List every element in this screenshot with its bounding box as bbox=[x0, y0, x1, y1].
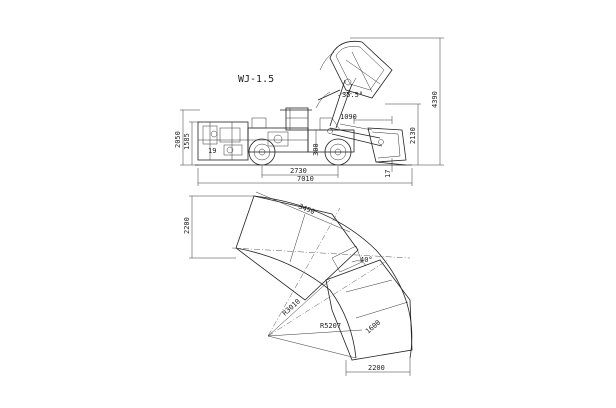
dim-wheelbase: 2730 bbox=[261, 166, 339, 178]
svg-text:1090: 1090 bbox=[340, 113, 357, 121]
svg-text:17: 17 bbox=[384, 170, 392, 178]
dim-plan-width-bottom: 2200 bbox=[345, 358, 411, 376]
bucket-lowered bbox=[367, 127, 407, 166]
boom-lowered bbox=[327, 123, 384, 147]
dim-small-left: 19 bbox=[208, 147, 216, 155]
dim-plan-inner-width: 1600 bbox=[364, 319, 382, 336]
radius-outer-label: R5207 bbox=[320, 322, 341, 330]
svg-text:2130: 2130 bbox=[409, 127, 417, 144]
bucket-outline-plan bbox=[331, 245, 363, 273]
rear-frame bbox=[197, 121, 249, 161]
model-title: WJ-1.5 bbox=[238, 74, 274, 85]
machine-lower-outline bbox=[325, 259, 413, 361]
dim-length: 7010 bbox=[197, 168, 413, 186]
plan-angle-label: 40° bbox=[360, 256, 373, 264]
plan-view: 2200 3490 40° R3010 R5207 1600 2200 bbox=[183, 191, 413, 376]
centerline-1 bbox=[231, 247, 411, 259]
svg-text:1585: 1585 bbox=[183, 133, 191, 150]
svg-text:2050: 2050 bbox=[174, 131, 182, 148]
dim-lift-height: 2130 bbox=[385, 103, 421, 165]
dim-bucket-small: 17 bbox=[384, 158, 393, 178]
angle-label: 35.5° bbox=[342, 91, 363, 99]
svg-text:2730: 2730 bbox=[290, 167, 307, 175]
radius-line-inner bbox=[267, 279, 331, 337]
dim-reach: 1090 bbox=[340, 113, 393, 124]
angle-arc bbox=[337, 92, 353, 97]
centerline-2 bbox=[267, 207, 341, 337]
radius-line-outer bbox=[267, 329, 363, 337]
svg-text:3490: 3490 bbox=[297, 202, 316, 216]
svg-text:2200: 2200 bbox=[183, 217, 191, 234]
dim-overall-height: 4390 bbox=[350, 37, 444, 166]
dim-plan-width-top: 2200 bbox=[183, 195, 254, 259]
svg-text:2200: 2200 bbox=[368, 364, 385, 372]
svg-text:4390: 4390 bbox=[431, 91, 439, 108]
dim-plan-diag: 3490 bbox=[255, 191, 351, 233]
center-frame bbox=[247, 117, 309, 153]
inner-path bbox=[235, 247, 357, 359]
side-view: 35.5° 7010 2730 2050 1585 19 bbox=[174, 37, 444, 186]
operator-cab bbox=[280, 107, 312, 131]
svg-text:7010: 7010 bbox=[297, 175, 314, 183]
dim-mid-height: 1585 bbox=[183, 121, 200, 165]
machine-upper-outline bbox=[235, 195, 359, 301]
centerline-3 bbox=[267, 259, 389, 337]
dim-ground-clearance: 300 bbox=[312, 143, 320, 156]
dim-cab-height: 2050 bbox=[174, 109, 200, 166]
bucket-raised bbox=[319, 40, 393, 99]
